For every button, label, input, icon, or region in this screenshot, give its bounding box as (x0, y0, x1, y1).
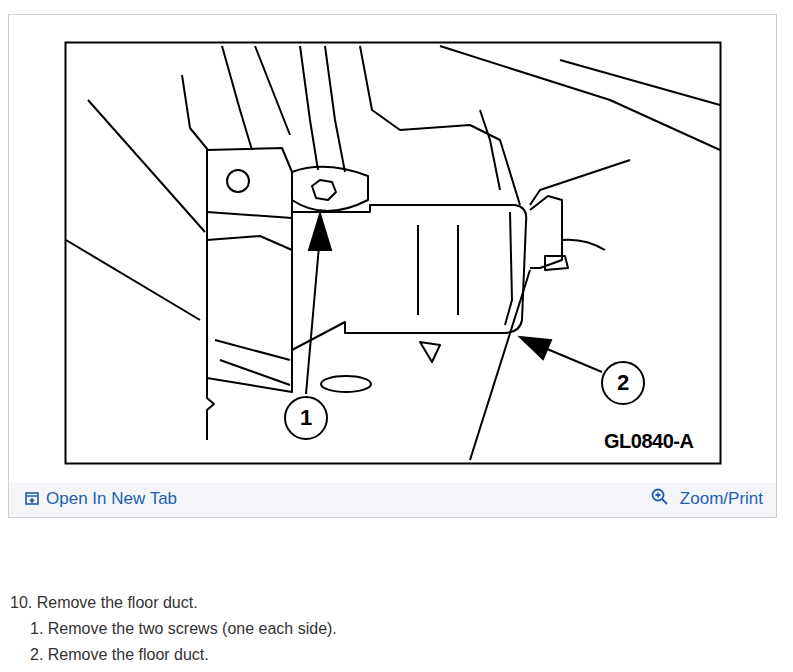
toolbar (9, 483, 776, 517)
body-line (440, 46, 720, 150)
screw-head (545, 256, 568, 270)
icon-mark (26, 496, 38, 503)
step-heading: 10. Remove the floor duct. (10, 594, 198, 612)
body-line (325, 46, 345, 172)
leader-line (306, 246, 319, 394)
floor-hole (321, 376, 371, 392)
card-border (9, 15, 777, 518)
body-line (88, 100, 205, 232)
body-line (560, 60, 720, 105)
leader-lines (306, 214, 602, 394)
body-line (222, 46, 252, 150)
body-line (360, 46, 520, 205)
panel-edge (215, 340, 290, 360)
open-tab-link: Open In New Tab (46, 489, 177, 509)
screw-boss (292, 167, 368, 211)
open-tab-icon (26, 493, 38, 504)
icon-handle (656, 493, 668, 505)
screw-head (312, 180, 336, 200)
body-line (220, 360, 290, 385)
body-line (207, 378, 214, 440)
step-item: 1. Remove the two screws (one each side)… (30, 620, 337, 638)
zoom-link: Zoom/Print (680, 489, 763, 509)
body-line (182, 75, 208, 150)
body-line (66, 240, 200, 320)
leader-line (540, 346, 602, 372)
panel-edge (207, 212, 292, 218)
callout-number: 1 (284, 396, 328, 440)
duct-edge (505, 212, 512, 325)
duct-rib (418, 225, 458, 315)
icon-box (26, 493, 38, 504)
body-line (470, 270, 530, 460)
figure-code: GL0840-A (604, 430, 693, 453)
floor-duct (292, 205, 526, 350)
arrowhead (520, 337, 551, 359)
left-panel (207, 148, 292, 392)
callout-number: 2 (601, 361, 645, 405)
body-line (562, 240, 605, 250)
step-item: 2. Remove the floor duct. (30, 646, 209, 664)
body-line (255, 46, 290, 135)
duct-drawing (66, 46, 720, 460)
arrowhead (309, 214, 331, 250)
body-line (480, 110, 500, 190)
clip (420, 342, 440, 362)
figure-frame (66, 43, 721, 464)
zoom-icon (653, 490, 668, 505)
hole (227, 170, 249, 192)
panel-edge (207, 236, 292, 250)
body-line (300, 46, 318, 170)
